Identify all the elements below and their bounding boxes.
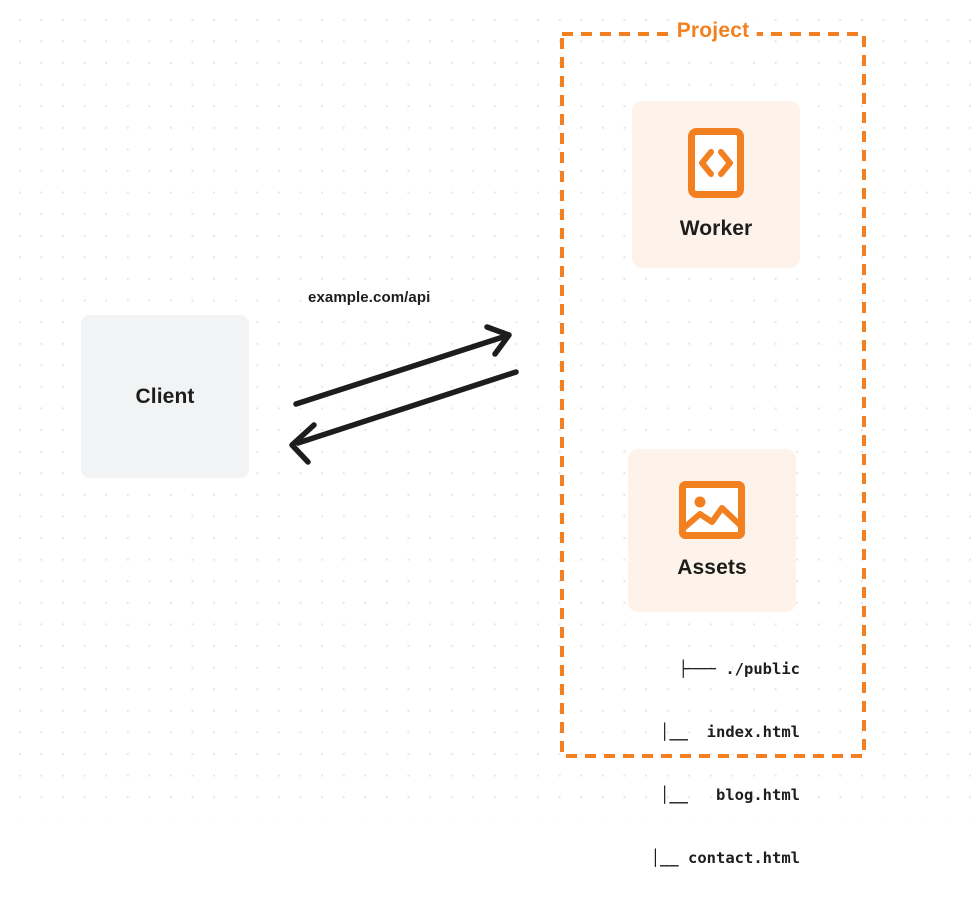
connection-label: example.com/api — [308, 289, 431, 306]
worker-card[interactable]: Worker — [632, 101, 800, 268]
image-picture-icon — [679, 481, 745, 544]
arrow-left-icon — [289, 369, 519, 465]
arrow-right-icon — [293, 324, 512, 407]
assets-card[interactable]: Assets — [628, 449, 796, 612]
client-label: Client — [135, 384, 195, 408]
project-title: Project — [669, 19, 757, 43]
assets-label: Assets — [677, 556, 747, 579]
worker-label: Worker — [679, 217, 753, 240]
diagram-canvas: Client example.com/api Project — [0, 0, 980, 867]
assets-file-tree: ├─── ./public │__ index.html │__ blog.ht… — [590, 617, 800, 911]
file-tree-row: │__ contact.html — [650, 849, 800, 867]
client-node[interactable]: Client — [81, 315, 249, 478]
file-tree-row: │__ blog.html — [660, 786, 800, 804]
project-container: Project Worker Assets — [560, 19, 866, 867]
code-brackets-icon — [688, 128, 744, 203]
file-tree-row: ├─── ./public — [678, 660, 800, 678]
file-tree-row: │__ index.html — [660, 723, 800, 741]
